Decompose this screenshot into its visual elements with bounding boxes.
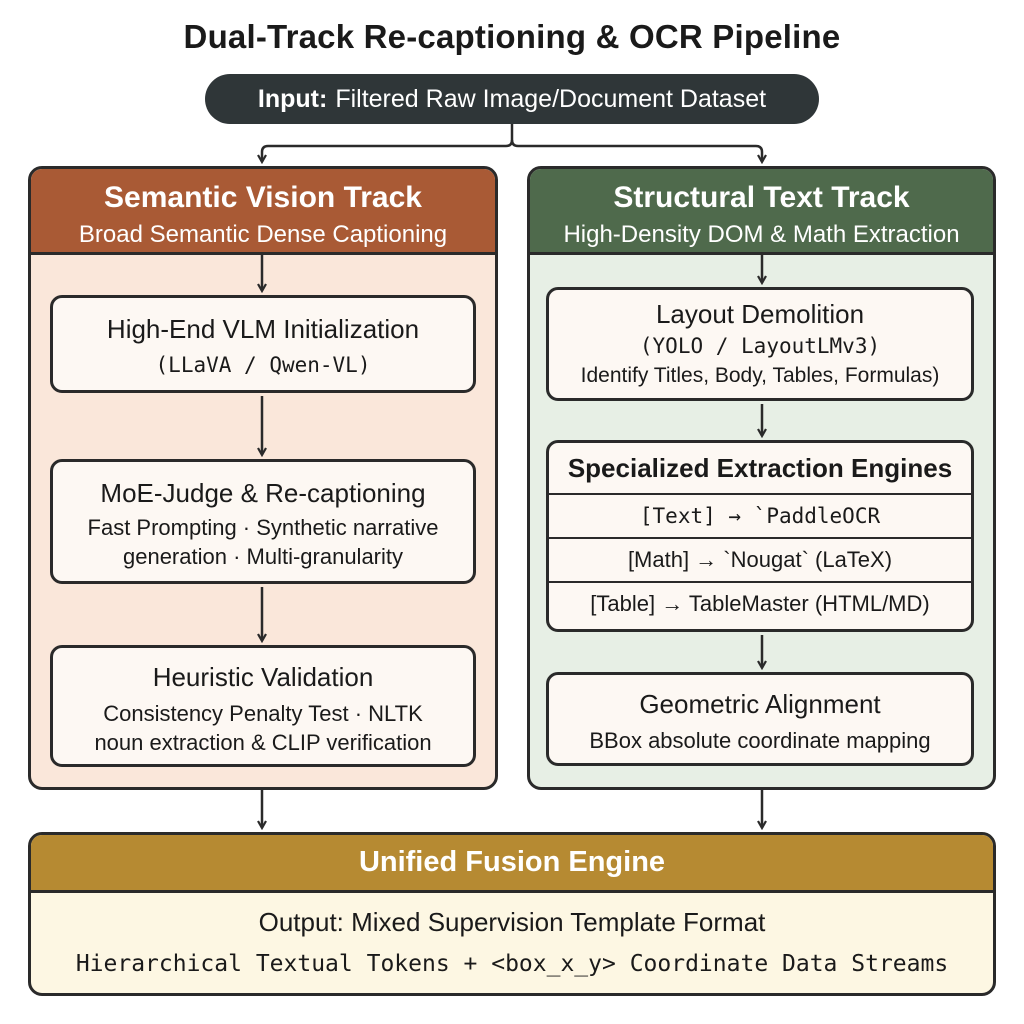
step-line: noun extraction & CLIP verification xyxy=(94,730,432,755)
geometric-alignment-step: Geometric Alignment BBox absolute coordi… xyxy=(546,672,974,766)
input-node: Input: Filtered Raw Image/Document Datas… xyxy=(205,74,819,124)
layout-demolition-step: Layout Demolition (YOLO / LayoutLMv3) Id… xyxy=(546,287,974,401)
input-text: Filtered Raw Image/Document Dataset xyxy=(335,84,767,113)
step-line: BBox absolute coordinate mapping xyxy=(589,728,931,753)
engine-row-math: [Math] → `Nougat` (LaTeX) xyxy=(549,539,971,583)
input-split-connector xyxy=(510,139,762,162)
engine-row-table: [Table] → TableMaster (HTML/MD) xyxy=(590,591,930,616)
structural-track-header: Structural Text Track High-Density DOM &… xyxy=(530,169,993,255)
semantic-track-title: Semantic Vision Track xyxy=(104,181,422,214)
diagram-title: Dual-Track Re-captioning & OCR Pipeline xyxy=(183,18,841,55)
step-line: (YOLO / LayoutLMv3) xyxy=(639,334,881,358)
structural-track-title: Structural Text Track xyxy=(613,181,910,214)
step-title: High-End VLM Initialization xyxy=(106,314,420,344)
engines-title: Specialized Extraction Engines xyxy=(549,443,971,495)
step-line: (LLaVA / Qwen-VL) xyxy=(155,353,371,377)
unified-fusion-engine: Unified Fusion Engine Output: Mixed Supe… xyxy=(28,832,996,996)
step-title: Layout Demolition xyxy=(655,299,865,329)
input-split-connector xyxy=(262,124,514,162)
step-title: MoE-Judge & Re-captioning xyxy=(100,478,426,508)
extraction-engines-table: Specialized Extraction Engines [Text] → … xyxy=(546,440,974,632)
step-title: Geometric Alignment xyxy=(639,689,881,719)
step-line: Fast Prompting · Synthetic narrative xyxy=(87,515,439,540)
heuristic-validation-step: Heuristic Validation Consistency Penalty… xyxy=(50,645,476,767)
step-title: Heuristic Validation xyxy=(152,662,374,692)
step-line: Consistency Penalty Test · NLTK xyxy=(103,701,423,726)
vlm-initialization-step: High-End VLM Initialization (LLaVA / Qwe… xyxy=(50,295,476,393)
step-line: generation · Multi-granularity xyxy=(122,544,404,569)
moe-judge-step: MoE-Judge & Re-captioning Fast Prompting… xyxy=(50,459,476,584)
engine-row-text: [Text] → `PaddleOCR xyxy=(549,495,971,539)
semantic-track-subtitle: Broad Semantic Dense Captioning xyxy=(78,221,448,248)
fusion-output-line: Output: Mixed Supervision Template Forma… xyxy=(258,907,766,937)
structural-track-subtitle: High-Density DOM & Math Extraction xyxy=(563,221,960,248)
fusion-streams-line: Hierarchical Textual Tokens + <box_x_y> … xyxy=(75,951,949,977)
semantic-track-header: Semantic Vision Track Broad Semantic Den… xyxy=(31,169,495,255)
fusion-title: Unified Fusion Engine xyxy=(31,835,993,893)
step-line: Identify Titles, Body, Tables, Formulas) xyxy=(580,364,940,387)
input-label: Input: xyxy=(257,84,328,113)
